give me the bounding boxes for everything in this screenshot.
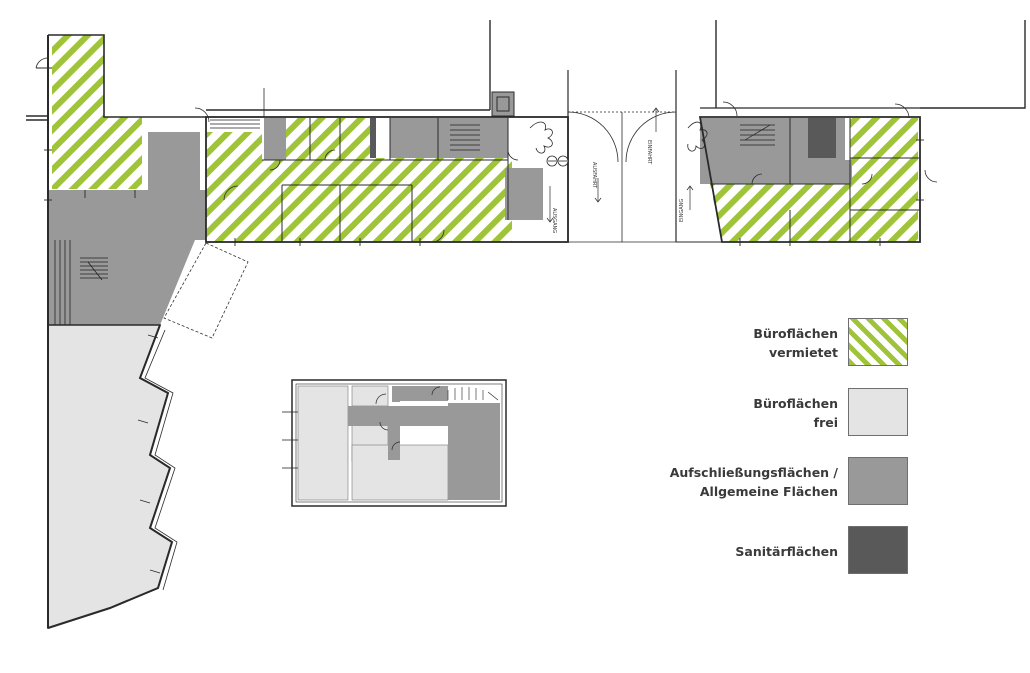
common-c2 xyxy=(390,118,438,158)
label-ausgang: AUSGANG xyxy=(551,208,557,233)
common-area-left xyxy=(48,190,206,325)
common-r3 xyxy=(840,160,852,184)
sanitary-r1 xyxy=(808,118,836,158)
legend-item-common: Aufschließungsflächen /Allgemeine Fläche… xyxy=(650,457,920,507)
office-rented-r2 xyxy=(710,184,850,242)
label-ausfahrt: AUSFAHRT xyxy=(591,162,597,189)
legend-swatch-dark-grey xyxy=(848,526,908,574)
legend-swatch-hatched-green xyxy=(848,318,908,366)
common-c5 xyxy=(492,92,514,116)
inset-free-1 xyxy=(297,385,349,501)
left-wing xyxy=(26,34,249,630)
legend-label-common: Aufschließungsflächen /Allgemeine Fläche… xyxy=(669,465,838,499)
office-rented-c1 xyxy=(206,132,262,242)
label-eingang: EINGANG xyxy=(679,199,685,222)
inset-free-2 xyxy=(351,385,389,407)
entrance-flower-icon-right xyxy=(687,121,708,152)
sanitary-core xyxy=(148,132,200,190)
office-rented-left xyxy=(52,117,142,189)
inset-floor-plan xyxy=(282,379,507,507)
inset-common-3 xyxy=(388,420,400,460)
wall-left-stagger xyxy=(47,324,174,629)
legend-swatch-medium-grey xyxy=(848,457,908,505)
legend-swatch-light-grey xyxy=(848,388,908,436)
inset-common-4 xyxy=(448,403,500,500)
office-rented-r1 xyxy=(850,118,918,158)
office-rented-c2 xyxy=(262,160,282,242)
central-wing: AUSGANG xyxy=(194,20,569,243)
label-einfahrt: EINFAHRT xyxy=(646,140,652,165)
driveway: AUSFAHRT EINFAHRT xyxy=(567,70,677,243)
office-free-long-wing xyxy=(47,324,173,630)
entrance-flower-icon xyxy=(529,121,553,154)
common-c4 xyxy=(505,168,543,220)
wall-left-tower xyxy=(48,34,206,118)
common-r1 xyxy=(700,118,790,184)
wall-left-stagger-inner xyxy=(144,329,178,591)
common-c3 xyxy=(438,118,508,158)
staircase-left xyxy=(54,240,108,325)
inset-common-2 xyxy=(348,406,448,426)
office-rented-c3 xyxy=(282,118,372,242)
sanitary-c1 xyxy=(370,118,376,158)
inset-common-1 xyxy=(392,386,448,402)
office-rented-tower xyxy=(52,35,104,117)
legend-item-sanitary: Sanitärflächen xyxy=(650,526,920,576)
legend-label-sanitary: Sanitärflächen xyxy=(735,543,838,559)
common-c1 xyxy=(264,118,286,160)
office-rented-c4 xyxy=(372,158,512,242)
office-rented-r3 xyxy=(850,158,918,242)
right-wing: EINGANG xyxy=(676,20,1026,243)
dashed-projection xyxy=(163,242,249,339)
revolving-door-icon xyxy=(546,155,569,167)
